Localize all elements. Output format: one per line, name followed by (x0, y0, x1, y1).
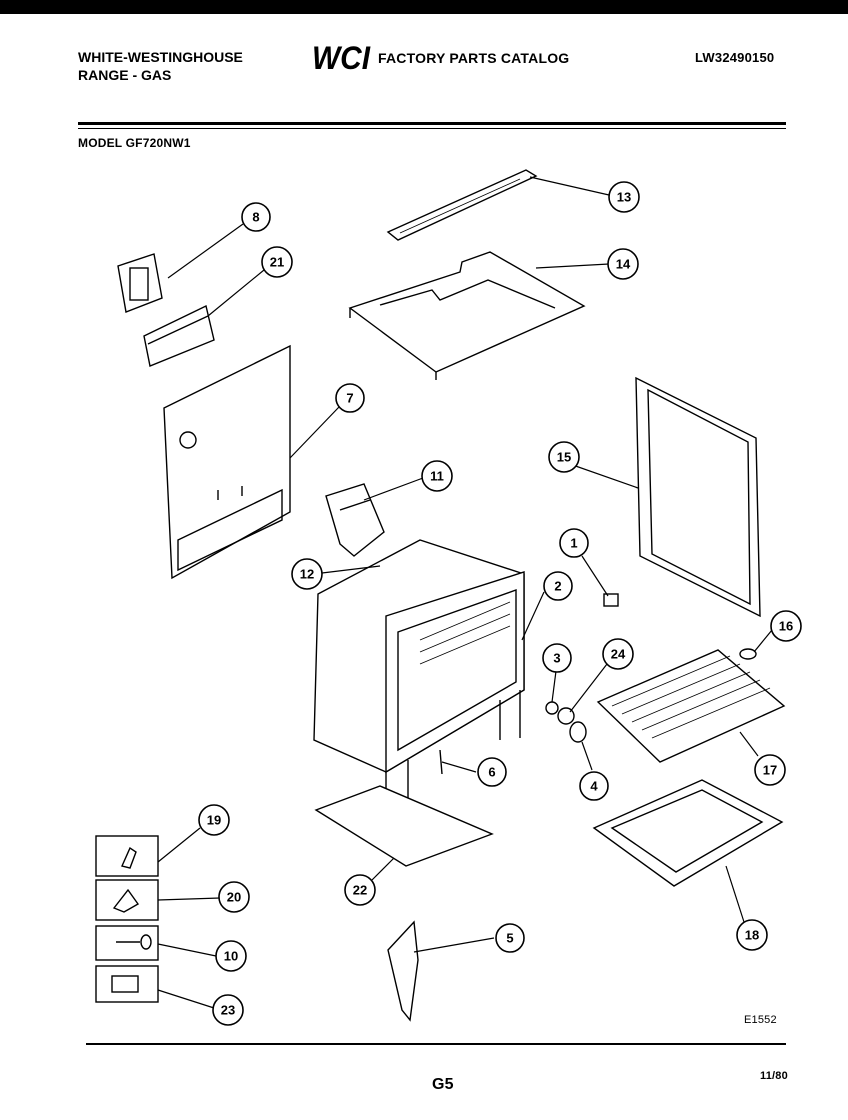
callout-10: 10 (215, 940, 247, 972)
callout-label: 11 (430, 469, 444, 484)
part-11-duct (325, 483, 385, 557)
catalog-title: FACTORY PARTS CATALOG (378, 50, 570, 66)
catalog-date: 11/80 (760, 1070, 788, 1082)
callout-label: 6 (488, 765, 495, 780)
callout-label: 14 (616, 257, 631, 272)
page-number: G5 (432, 1076, 454, 1093)
callout-5: 5 (495, 923, 525, 953)
part-6-pin (439, 749, 443, 775)
callout-4: 4 (579, 771, 609, 801)
callout-label: 8 (252, 210, 259, 225)
callout-24: 24 (602, 638, 634, 670)
product-type: RANGE - GAS (78, 67, 172, 83)
diagram-code: E1552 (744, 1014, 777, 1026)
brand-name: WHITE-WESTINGHOUSE (78, 49, 243, 65)
part-17-rack (596, 649, 786, 763)
top-border-bar (0, 0, 848, 14)
part-5-hinge (387, 920, 419, 1022)
callout-label: 15 (557, 450, 571, 465)
callout-7: 7 (335, 383, 365, 413)
logo-lettering: WCI (312, 40, 371, 74)
model-number: MODEL GF720NW1 (78, 136, 191, 150)
callout-2: 2 (543, 571, 573, 601)
callout-11: 11 (421, 460, 453, 492)
callout-label: 13 (617, 190, 631, 205)
part-1-knob (603, 593, 619, 607)
part-18-tray (592, 779, 784, 887)
callout-22: 22 (344, 874, 376, 906)
callout-label: 18 (745, 928, 759, 943)
callout-23: 23 (212, 994, 244, 1026)
callout-label: 17 (763, 763, 777, 778)
callout-label: 3 (553, 651, 560, 666)
part-7-side-panel (163, 344, 291, 580)
part-14-top-panel (348, 251, 586, 380)
callout-19: 19 (198, 804, 230, 836)
callout-label: 12 (300, 567, 314, 582)
header-rule-thin (78, 128, 786, 129)
callout-label: 22 (353, 883, 367, 898)
header-rule (78, 122, 786, 125)
part-4-knob (569, 721, 587, 743)
callout-6: 6 (477, 757, 507, 787)
part-8-bracket (117, 253, 163, 313)
callout-label: 4 (590, 779, 598, 794)
part-2-oven-body (313, 539, 525, 852)
callout-label: 24 (611, 647, 626, 662)
callout-label: 7 (346, 391, 353, 406)
part-22-bottom-panel (314, 785, 494, 867)
catalog-number: LW32490150 (695, 50, 775, 65)
small-parts-box-20 (95, 879, 159, 921)
callout-label: 1 (570, 536, 577, 551)
callout-label: 23 (221, 1003, 235, 1018)
callout-label: 19 (207, 813, 221, 828)
callout-15: 15 (548, 441, 580, 473)
callout-18: 18 (736, 919, 768, 951)
callout-13: 13 (608, 181, 640, 213)
callout-label: 21 (270, 255, 284, 270)
callout-16: 16 (770, 610, 802, 642)
callout-12: 12 (291, 558, 323, 590)
wci-logo: WCI (312, 40, 371, 74)
callout-14: 14 (607, 248, 639, 280)
part-13-rail (386, 169, 538, 241)
small-parts-box-19 (95, 835, 159, 877)
callout-label: 2 (554, 579, 561, 594)
callout-label: 20 (227, 890, 241, 905)
brand-block: WHITE-WESTINGHOUSE RANGE - GAS (78, 48, 243, 84)
callout-20: 20 (218, 881, 250, 913)
part-21-panel (143, 304, 215, 367)
part-16-foot (739, 648, 757, 660)
callout-label: 10 (224, 949, 238, 964)
callout-8: 8 (241, 202, 271, 232)
footer-rule (86, 1043, 786, 1045)
small-parts-box-10 (95, 925, 159, 961)
part-3-nut (545, 701, 559, 715)
callout-label: 16 (779, 619, 793, 634)
callout-label: 5 (506, 931, 513, 946)
small-parts-box-23 (95, 965, 159, 1003)
callout-1: 1 (559, 528, 589, 558)
part-15-frame (635, 376, 761, 618)
callout-3: 3 (542, 643, 572, 673)
callout-17: 17 (754, 754, 786, 786)
callout-21: 21 (261, 246, 293, 278)
